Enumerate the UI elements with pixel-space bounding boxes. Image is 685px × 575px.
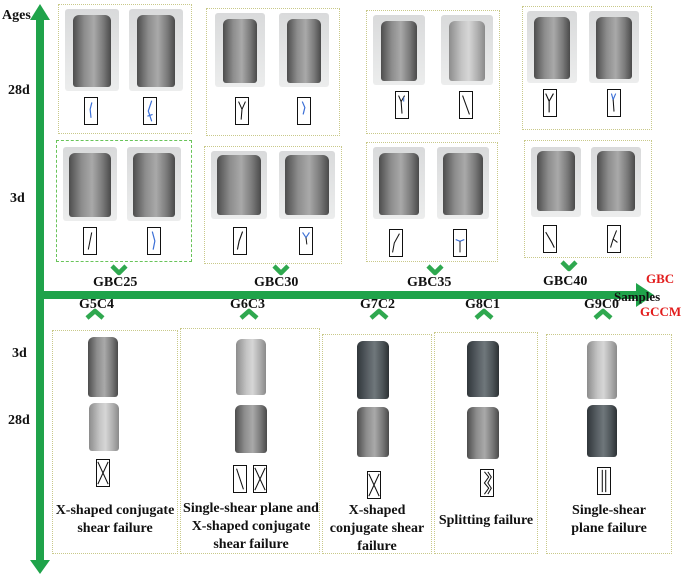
panel-gbc40-28d (522, 6, 652, 130)
chevron-gbc35 (426, 264, 444, 276)
legend-gbc: GBC (646, 271, 675, 286)
chevron-g9c0 (593, 308, 613, 320)
vertical-axis-arrow-up (30, 4, 50, 20)
sample-label-gbc25: GBC25 (93, 275, 138, 290)
specimen-g7c2-3d (357, 341, 389, 399)
failure-mode-g8c1: Splitting failure (438, 513, 534, 528)
age-label-3d-upper: 3d (10, 191, 25, 206)
crack-sketch-g6c3-a (233, 465, 247, 493)
failure-mode-g7c2: X-shaped conjugate shear failure (329, 503, 425, 554)
specimen-g8c1-3d (467, 341, 499, 397)
specimen-gbc25-28d-b (137, 15, 175, 87)
y-axis-title: Ages (2, 8, 31, 23)
specimen-gbc25-3d-b (133, 153, 175, 217)
chevron-g6c3 (239, 308, 259, 320)
crack-sketch-gbc35-3d-a (389, 229, 403, 257)
specimen-gbc35-28d-a (381, 21, 417, 81)
chevron-gbc25 (110, 264, 128, 276)
chevron-g8c1 (474, 308, 494, 320)
specimen-g9c0-28d (587, 405, 617, 457)
vertical-axis (36, 18, 44, 563)
crack-sketch-gbc30-28d-b (297, 97, 311, 125)
panel-g5c4 (52, 330, 178, 554)
age-label-3d-lower: 3d (12, 346, 27, 361)
panel-gbc30-28d (206, 8, 340, 136)
failure-mode-g5c4: X-shaped conjugate shear failure (55, 503, 175, 536)
specimen-gbc30-28d-a (223, 19, 257, 83)
crack-sketch-gbc25-28d-b (143, 97, 157, 125)
specimen-g5c4-28d (89, 403, 119, 451)
sample-label-g8c1: G8C1 (465, 297, 500, 312)
panel-gbc40-3d (524, 140, 652, 258)
panel-g7c2 (322, 334, 432, 554)
chevron-g7c2 (369, 308, 389, 320)
sample-label-g5c4: G5C4 (79, 297, 114, 312)
specimen-g5c4-3d (88, 337, 118, 397)
specimen-gbc35-3d-a (379, 153, 419, 215)
chevron-gbc40 (560, 260, 578, 272)
crack-sketch-gbc30-28d-a (235, 97, 249, 125)
age-label-28d-upper: 28d (8, 83, 30, 98)
crack-sketch-gbc30-3d-b (299, 227, 313, 255)
crack-sketch-gbc40-3d-a (543, 225, 557, 253)
vertical-axis-arrow-down (30, 560, 50, 574)
specimen-gbc35-28d-b (449, 21, 485, 81)
specimen-gbc30-3d-b (285, 155, 329, 215)
specimen-gbc30-28d-b (287, 19, 321, 83)
crack-sketch-gbc25-3d-a (83, 227, 97, 255)
failure-mode-g6c3: Single-shear plane and X-shaped conjugat… (183, 501, 319, 552)
crack-sketch-g9c0 (597, 467, 611, 495)
specimen-g6c3-28d (235, 405, 267, 453)
specimen-gbc30-3d-a (217, 155, 261, 215)
specimen-gbc40-3d-a (537, 151, 575, 211)
crack-sketch-g7c2 (367, 471, 381, 499)
specimen-gbc35-3d-b (443, 153, 483, 215)
specimen-gbc25-28d-a (73, 15, 111, 87)
panel-gbc35-3d (366, 142, 498, 262)
sample-label-gbc40: GBC40 (543, 274, 588, 289)
failure-mode-g9c0: Single-shear plane failure (571, 503, 647, 536)
panel-gbc25-28d (58, 4, 192, 134)
chevron-g5c4 (85, 308, 105, 320)
crack-sketch-g5c4 (96, 459, 110, 487)
specimen-g9c0-3d (587, 341, 617, 399)
crack-sketch-gbc25-3d-b (147, 227, 161, 255)
horizontal-axis-arrow (636, 283, 654, 307)
panel-g6c3 (180, 328, 320, 554)
specimen-gbc40-28d-a (534, 17, 570, 79)
specimen-gbc40-28d-b (596, 17, 632, 79)
sample-label-g6c3: G6C3 (230, 297, 265, 312)
crack-sketch-gbc35-28d-b (459, 91, 473, 119)
crack-sketch-gbc40-28d-a (543, 89, 557, 117)
specimen-gbc40-3d-b (597, 151, 635, 211)
crack-sketch-gbc40-28d-b (607, 89, 621, 117)
horizontal-axis (36, 291, 638, 299)
panel-gbc25-3d (56, 140, 192, 262)
age-label-28d-lower: 28d (8, 413, 30, 428)
panel-gbc30-3d (204, 146, 342, 264)
sample-label-gbc35: GBC35 (407, 275, 452, 290)
panel-g8c1 (434, 332, 538, 554)
crack-sketch-gbc40-3d-b (607, 225, 621, 253)
panel-g9c0 (546, 334, 672, 554)
panel-gbc35-28d (366, 10, 500, 134)
specimen-g6c3-3d (236, 339, 266, 395)
specimen-gbc25-3d-a (69, 153, 111, 217)
specimen-g7c2-28d (357, 407, 389, 457)
crack-sketch-g6c3-b (253, 465, 267, 493)
crack-sketch-gbc35-3d-b (453, 229, 467, 257)
sample-label-g7c2: G7C2 (360, 297, 395, 312)
sample-label-g9c0: G9C0 (584, 297, 619, 312)
crack-sketch-gbc30-3d-a (233, 227, 247, 255)
chevron-gbc30 (272, 264, 290, 276)
sample-label-gbc30: GBC30 (254, 275, 299, 290)
crack-sketch-gbc25-28d-a (84, 97, 98, 125)
crack-sketch-gbc35-28d-a (395, 91, 409, 119)
specimen-g8c1-28d (467, 407, 499, 459)
x-axis-title: Samples (614, 289, 661, 304)
legend-gccm: GCCM (640, 304, 682, 319)
crack-sketch-g8c1 (480, 469, 494, 497)
